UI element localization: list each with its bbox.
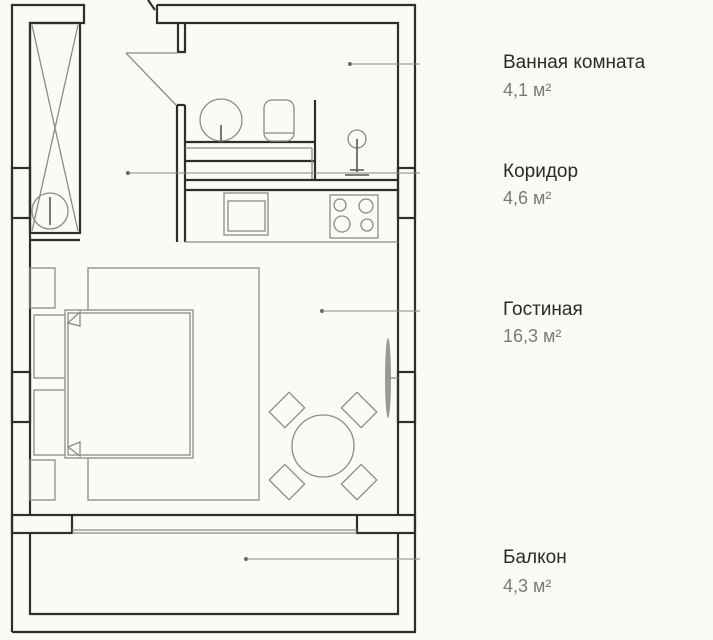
walls bbox=[10, 0, 417, 634]
tv bbox=[385, 338, 391, 418]
bed-area bbox=[29, 267, 260, 501]
room-area-bathroom: 4,1 м² bbox=[503, 80, 552, 100]
room-label-corridor: Коридор bbox=[503, 161, 579, 182]
bathroom-fixtures bbox=[199, 98, 369, 176]
room-area-balcony: 4,3 м² bbox=[503, 576, 552, 596]
leaders bbox=[126, 62, 420, 561]
wardrobe bbox=[28, 21, 82, 242]
toilet-icon bbox=[263, 99, 295, 142]
room-label-living: Гостиная bbox=[503, 299, 583, 320]
kitchen bbox=[223, 192, 379, 239]
hob-icon bbox=[329, 194, 379, 239]
room-area-corridor: 4,6 м² bbox=[503, 188, 552, 208]
room-label-balcony: Балкон bbox=[503, 547, 567, 568]
room-area-living: 16,3 м² bbox=[503, 326, 562, 346]
bed bbox=[64, 309, 194, 459]
oven-icon bbox=[223, 192, 269, 236]
room-label-bathroom: Ванная комната bbox=[503, 52, 646, 73]
dining-table bbox=[268, 391, 378, 501]
